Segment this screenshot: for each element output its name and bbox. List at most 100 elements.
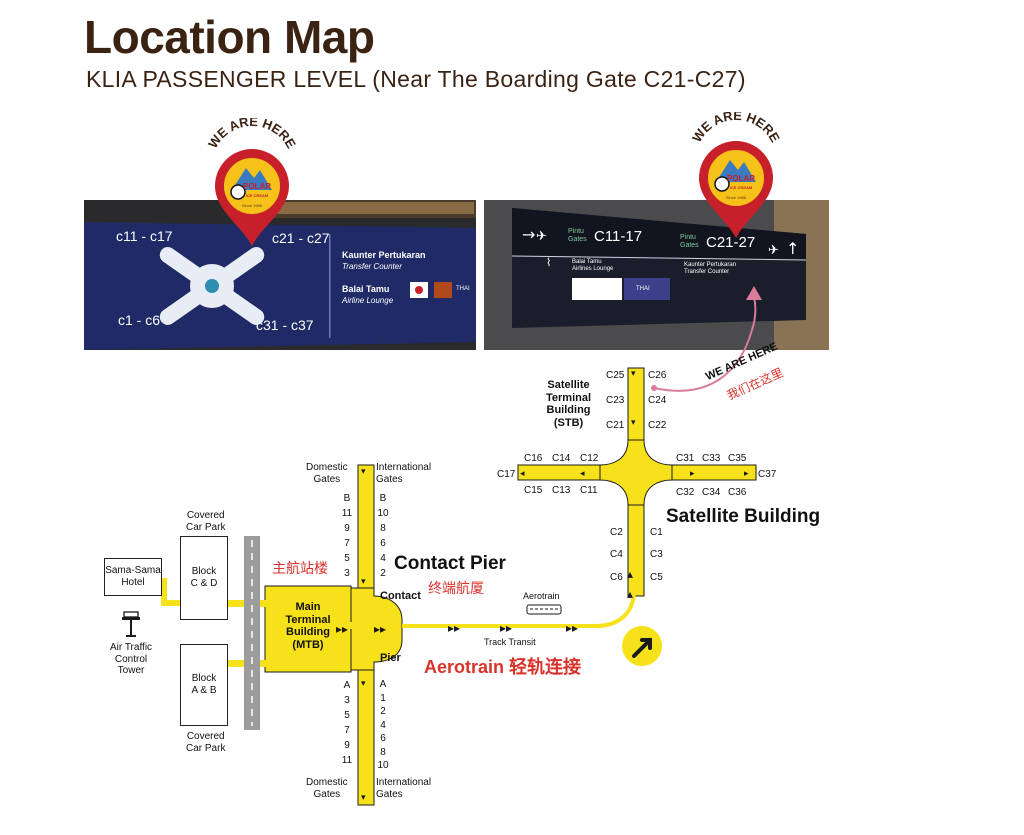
sign-transfer-title: Kaunter Pertukaran [342,250,426,260]
domestic-gates-top: Domestic Gates [306,462,348,485]
gate-number: 2 [380,568,386,579]
sign-gate-sw: c1 - c6 [118,312,161,328]
gate-number: 2 [380,706,386,717]
atc-tower-icon [122,611,140,637]
gate-c15: C15 [524,485,543,496]
gate-number: 5 [344,710,350,721]
gate-c5: C5 [650,572,663,583]
svg-text:✈: ✈ [536,229,547,244]
gate-c23: C23 [606,395,625,406]
gate-number: 9 [344,523,350,534]
photo-gate-sign: → ✈ ✈ ↑ ⌇ Pintu Gates C11-17 Pintu Gates… [484,200,829,350]
gate-c32: C32 [676,487,695,498]
svg-text:▴: ▴ [627,567,633,581]
gate-number: 6 [380,733,386,744]
svg-text:▾: ▾ [361,577,366,587]
gate-number: 7 [344,725,350,736]
gate-number: 6 [380,538,386,549]
sign-lounge-title: Balai Tamu [342,284,390,294]
aerotrain-icon [526,604,562,615]
domestic-gates-bottom: Domestic Gates [306,777,348,800]
gates-domestic-top-list: B 11 9 7 5 3 [340,491,354,581]
svg-text:⌇: ⌇ [546,256,551,269]
photo-overhead-sign: c11 - c17 c21 - c27 c1 - c6 c31 - c37 Ka… [84,200,476,350]
pin-logo-sub: ICE CREAM [246,193,269,198]
gate-c6: C6 [610,572,623,583]
road [244,536,260,730]
gate-number: 9 [344,740,350,751]
contact-label: Contact [380,590,421,602]
gate-c16: C16 [524,453,543,464]
sign-thai: THAI [456,286,470,292]
location-pin-right: WE ARE HERE POLAR ICE CREAM Since 1986 [686,108,786,242]
satellite-south-arm [627,487,645,597]
gates-international-bottom-list: A 1 2 4 6 8 10 [376,678,390,773]
sign-transfer-sub: Transfer Counter [342,262,402,271]
gate-number: 5 [344,553,350,564]
sign-gate-se: c31 - c37 [256,317,314,333]
svg-text:▸: ▸ [690,469,695,479]
pin-logo-since: Since 1986 [242,203,263,208]
svg-text:▸▸: ▸▸ [566,621,578,635]
pin-logo-sub: ICE CREAM [730,185,753,190]
pin-logo-main: POLAR [727,174,755,183]
satellite-north-arm [627,367,645,459]
sign-gate-nw: c11 - c17 [116,228,173,244]
block-a-b: Block A & B [180,644,228,726]
gate-number: 10 [377,760,389,771]
page-subtitle: KLIA PASSENGER LEVEL (Near The Boarding … [86,66,746,92]
gate-number: 3 [344,568,350,579]
gate-c21: C21 [606,420,625,431]
pin-arc-text: WE ARE HERE [689,108,783,145]
gate-c24: C24 [648,395,667,406]
gate-number: B [379,493,387,504]
gate-number: 11 [341,755,353,766]
gate-c13: C13 [552,485,571,496]
svg-text:WE ARE HERE: WE ARE HERE [205,118,299,151]
contact-pier-cn: 终端航厦 [428,580,484,596]
international-gates-bottom: International Gates [376,777,432,800]
gate-c11: C11 [580,485,598,496]
sign-gates-left: C11-17 [594,228,643,245]
gate-c37: C37 [758,469,777,480]
sign-lounge-sub-right: Airlines Lounge [572,266,614,272]
gate-c25: C25 [606,370,625,381]
gate-number: 4 [380,719,386,731]
gate-number: 7 [344,538,350,549]
gate-number: 3 [344,695,350,706]
pin-arc-text: WE ARE HERE [205,114,299,151]
svg-text:→: → [522,225,535,244]
pin-logo-since: Since 1986 [726,195,747,200]
svg-text:▸▸: ▸▸ [500,621,512,635]
svg-text:◂: ◂ [520,469,525,479]
svg-text:▸▸: ▸▸ [374,622,386,636]
gate-c26: C26 [648,370,667,381]
main-terminal-cn: 主航站楼 [272,560,328,576]
main-terminal-label: Main Terminal Building (MTB) [285,601,331,651]
gate-number: 1 [380,692,386,704]
page-title: Location Map [84,11,375,63]
gate-number: B [343,493,351,504]
satellite-hub [599,439,673,506]
svg-text:▸: ▸ [744,469,749,479]
svg-text:▸▸: ▸▸ [448,621,460,635]
svg-text:▾: ▾ [631,369,636,379]
aerotrain-title: Aerotrain 轻轨连接 [424,657,582,677]
svg-text:▾: ▾ [361,467,366,477]
covered-car-park-bottom: Covered Car Park [186,731,226,754]
covered-car-park-top: Covered Car Park [186,510,226,533]
gate-c22: C22 [648,420,667,431]
gate-c31: C31 [676,453,695,464]
gate-c33: C33 [702,453,721,464]
gate-c12: C12 [580,453,599,464]
svg-text:◂: ◂ [580,469,585,479]
track-transit-label: Track Transit [484,637,536,647]
pier-label: Pier [380,652,401,664]
gate-c35: C35 [728,453,747,464]
sign-gate-ne: c21 - c27 [272,230,330,246]
sign-thai-right: THAI [636,286,650,292]
international-gates-top: International Gates [376,462,432,485]
gate-c1: C1 [650,527,663,538]
gate-number: 11 [341,508,353,519]
